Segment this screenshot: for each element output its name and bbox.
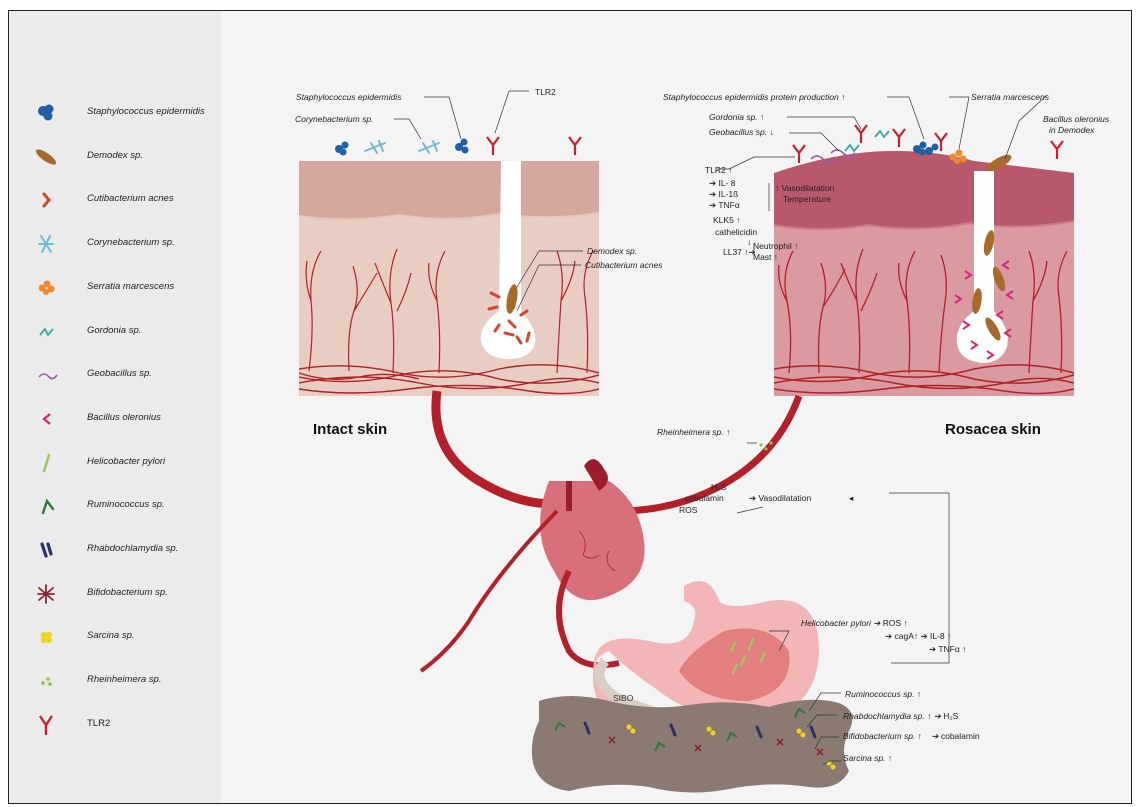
arrow-down-cathelicidin: ↓ xyxy=(747,237,751,247)
label-caga: ➔ cagA↑ ➔ IL-8 ↑ xyxy=(885,631,951,641)
label-rosacea-ll37: LL37 ↑➔ xyxy=(723,247,756,257)
intact-tlr2 xyxy=(487,137,581,155)
label-rumino: Ruminococcus sp. ↑ xyxy=(845,689,921,699)
label-cobalamin: cobalamin xyxy=(685,493,724,503)
label-intact-demodex: Demodex sp. xyxy=(587,246,637,256)
label-ros: ROS xyxy=(679,505,697,515)
label-rosacea-tlr2: TLR2 ↑ xyxy=(705,165,732,175)
arrow-vasodilatation-left: ◂ xyxy=(849,493,853,503)
label-hpylori: Helicobacter pylori ➔ ROS ↑ xyxy=(801,618,908,628)
label-rheinheimera: Rheinheimera sp. ↑ xyxy=(657,427,730,437)
label-intact-cuti: Cutibacterium acnes xyxy=(585,260,662,270)
rosacea-skin-title: Rosacea skin xyxy=(945,421,1041,438)
label-rosacea-vasodilatation: ↑ Vasodilatation xyxy=(775,183,834,193)
label-rosacea-tnfa: ➔ TNFα xyxy=(709,200,740,210)
label-h2s: H₂S xyxy=(711,482,726,492)
label-rosacea-cathelicidin: cathelicidin xyxy=(715,227,757,237)
label-rosacea-neutrophil: Neutrophil ↑ xyxy=(753,241,798,251)
label-rosacea-bacillus-1: Bacillus oleronius xyxy=(1043,114,1109,124)
label-intact-coryne: Corynebacterium sp. xyxy=(295,114,373,124)
label-vasodilatation: ➔ Vasodilatation xyxy=(749,493,811,503)
diagram-canvas xyxy=(9,11,1132,804)
label-sarcina: Sarcina sp. ↑ xyxy=(843,753,892,763)
label-rosacea-il1b: ➔ IL-1ß xyxy=(709,189,738,199)
intact-surface-staph xyxy=(335,139,469,156)
label-tnfa: ➔ TNFα ↑ xyxy=(929,644,966,654)
label-rosacea-bacillus-2: in Demodex xyxy=(1049,125,1094,135)
heart xyxy=(540,481,644,600)
label-rosacea-geobacillus: Geobacillus sp. ↓ xyxy=(709,127,774,137)
label-rhabdo: Rhabdochlamydia sp. ↑ ➔ H₂S xyxy=(843,711,958,721)
label-sibo: SIBO xyxy=(613,693,633,703)
label-rosacea-temperature: Temperature xyxy=(783,194,831,204)
label-intact-staph: Staphylococcus epidermidis xyxy=(296,92,401,102)
intestine xyxy=(532,696,852,793)
intact-skin-title: Intact skin xyxy=(313,421,387,438)
label-bifido: Bifidobacterium sp. ↑ ➔ cobalamin xyxy=(843,731,980,741)
label-rosacea-il8: ➔ IL- 8 xyxy=(709,178,736,188)
label-rosacea-mast: Mast ↑ xyxy=(753,252,778,262)
label-rosacea-klk5: KLK5 ↑ xyxy=(713,215,740,225)
label-intact-tlr2: TLR2 xyxy=(535,87,556,97)
intact-skin-block xyxy=(299,91,599,396)
label-rosacea-staph: Staphylococcus epidermidis protein produ… xyxy=(663,92,845,102)
intact-surface-coryne xyxy=(365,141,439,153)
label-rosacea-gordonia: Gordonia sp. ↑ xyxy=(709,112,764,122)
label-rosacea-serratia: Serratia marcescens xyxy=(971,92,1049,102)
